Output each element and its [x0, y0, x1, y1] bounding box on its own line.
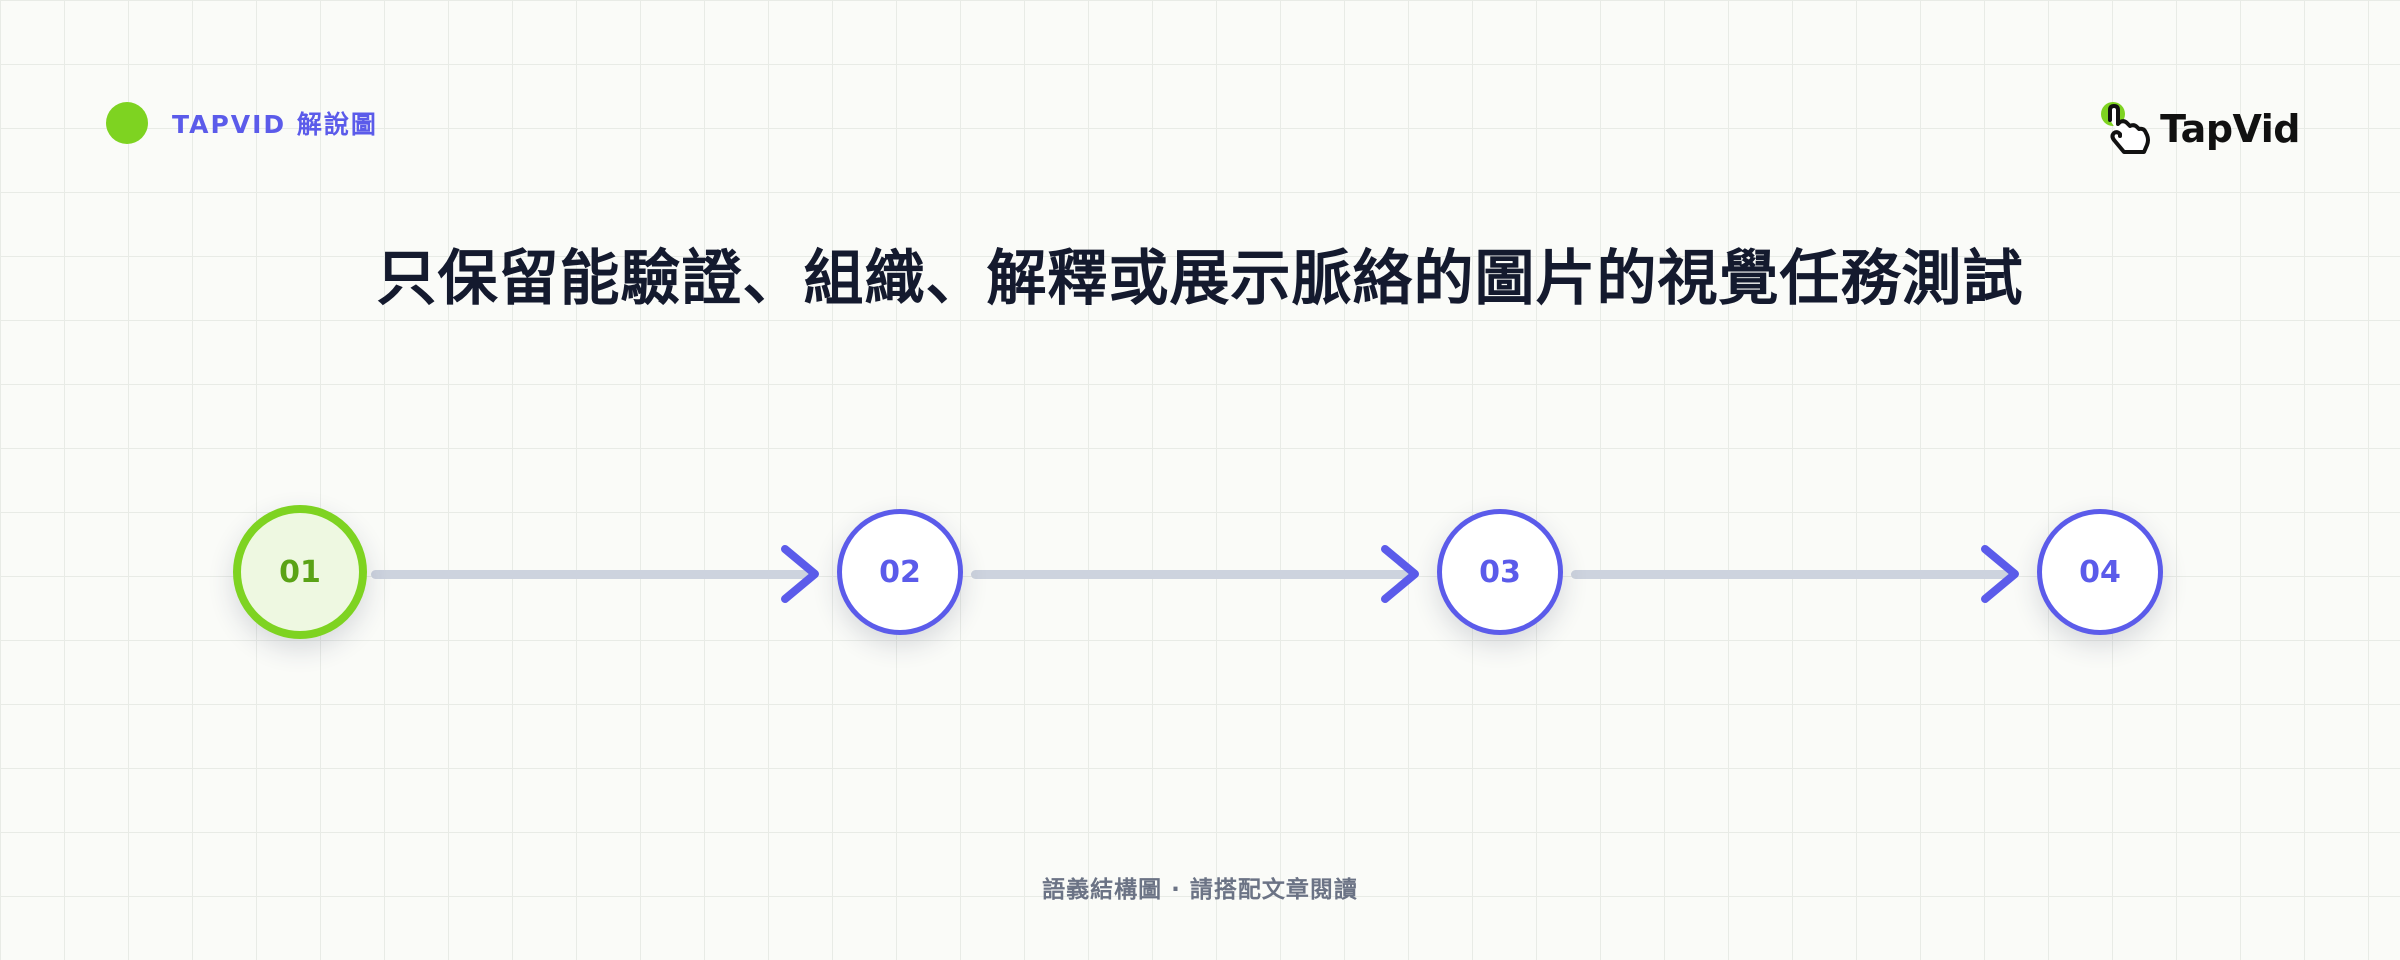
step-01: 01	[233, 505, 367, 639]
flow-arrow	[371, 545, 819, 603]
flow-arrow	[1571, 545, 2019, 603]
step-02: 02	[837, 509, 963, 635]
flow-arrow	[971, 545, 1419, 603]
page-title: 只保留能驗證、組織、解釋或展示脈絡的圖片的視覺任務測試	[376, 244, 2024, 314]
footer-note: 語義結構圖 · 請搭配文章閱讀	[1042, 877, 1358, 903]
arrow-head-icon	[1381, 545, 1419, 603]
step-03: 03	[1437, 509, 1563, 635]
brand-tag-label: TAPVID 解說圖	[172, 110, 378, 139]
brand-tag: TAPVID 解說圖	[106, 102, 378, 144]
logo-wordmark: TapVid	[2160, 107, 2300, 151]
flow-arrow-line	[971, 570, 1415, 579]
flow-arrow-line	[1571, 570, 2015, 579]
arrow-head-icon	[1981, 545, 2019, 603]
flow-arrow-line	[371, 570, 815, 579]
step-04: 04	[2037, 509, 2163, 635]
pointer-hand-icon	[2101, 102, 2151, 154]
tapvid-logo[interactable]: TapVid	[2096, 100, 2300, 158]
brand-dot-icon	[106, 102, 148, 144]
arrow-head-icon	[781, 545, 819, 603]
